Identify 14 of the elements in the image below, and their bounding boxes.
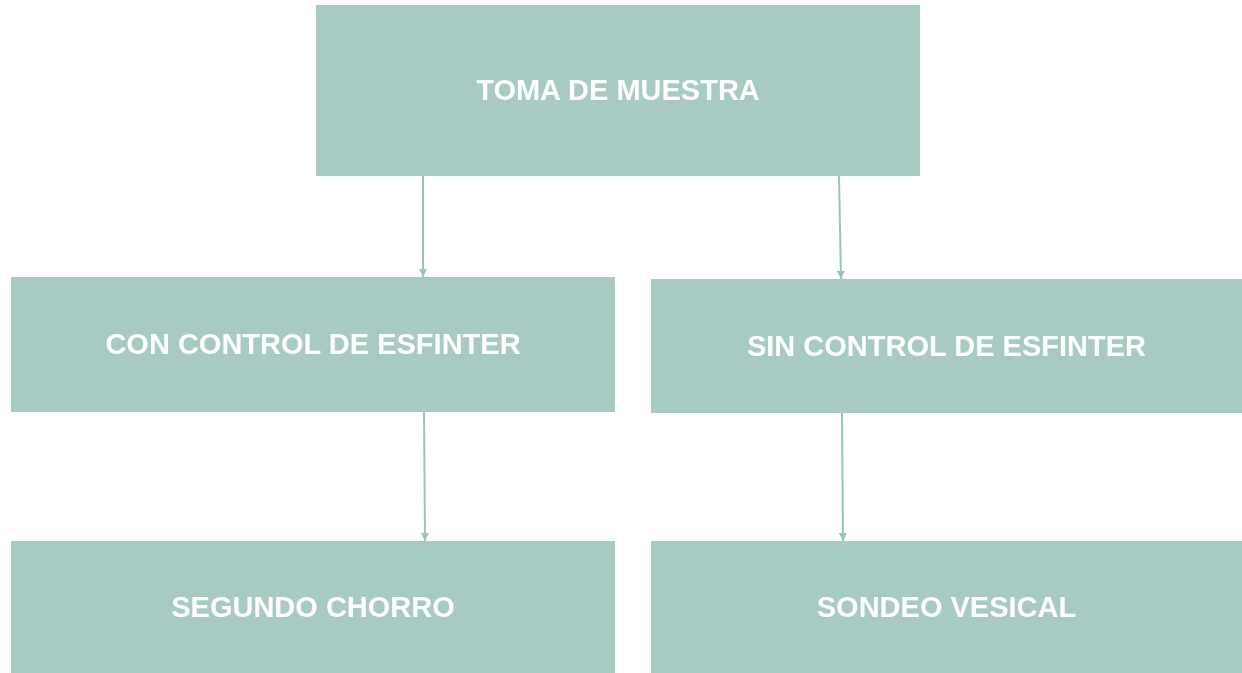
box-label: TOMA DE MUESTRA xyxy=(476,74,760,107)
process-box xyxy=(11,541,615,673)
process-box xyxy=(316,5,920,176)
box-label: SEGUNDO CHORRO xyxy=(171,590,455,624)
arrow xyxy=(838,412,847,542)
process-box xyxy=(11,277,615,412)
arrow xyxy=(420,411,429,542)
box-label: SONDEO VESICAL xyxy=(816,590,1077,624)
arrow xyxy=(419,175,427,278)
box-label: CON CONTROL DE ESFINTER xyxy=(105,328,521,361)
arrow xyxy=(836,175,845,280)
process-box xyxy=(651,541,1242,673)
process-box xyxy=(651,279,1242,413)
box-label: SIN CONTROL DE ESFINTER xyxy=(746,329,1147,363)
